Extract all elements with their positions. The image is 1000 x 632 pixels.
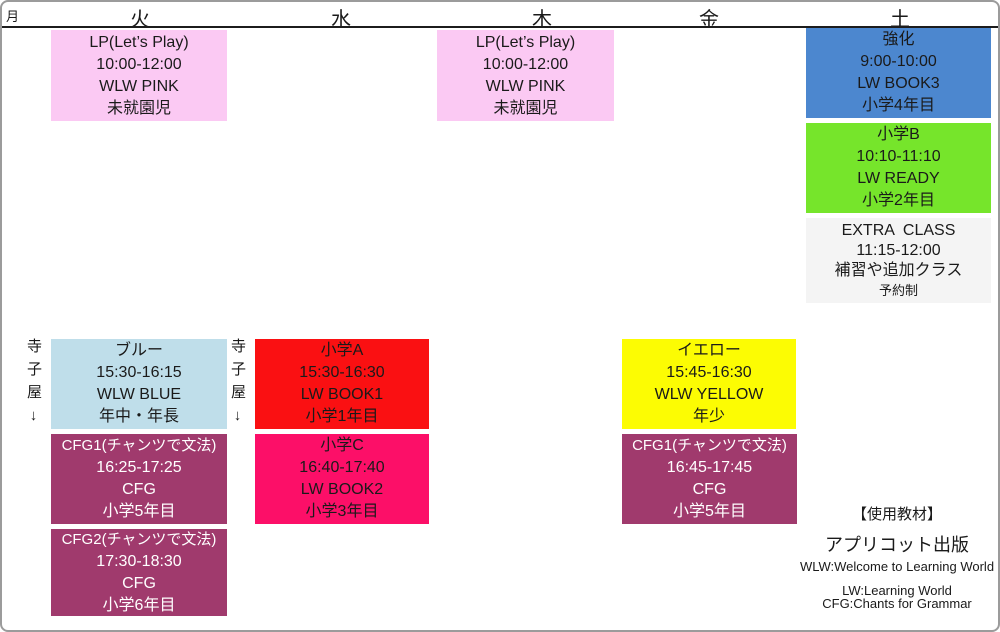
class-time: 15:45-16:30 [666,364,752,381]
class-name: 小学C [320,437,364,454]
class-time: 15:30-16:30 [299,364,385,381]
terakoya-label-tuesday: 寺子屋↓ [25,338,42,432]
day-header-monday: 月 [6,9,20,24]
abbr-wlw: WLW:Welcome to Learning World [799,559,995,574]
class-name: 小学A [320,342,364,359]
class-grade: 小学4年目 [862,97,935,114]
class-name: CFG1(チャンツで文法) [632,437,787,454]
class-material: LW BOOK1 [300,386,384,403]
class-grade: 未就園児 [493,99,558,117]
class-time: 9:00-10:00 [860,53,937,70]
class-material: LW BOOK3 [857,75,940,92]
class-time: 10:10-11:10 [856,148,941,165]
abbr-lw: LW:Learning World [842,583,952,598]
class-time: 17:30-18:30 [96,552,182,570]
class-name: 小学B [877,126,920,143]
class-name: ブルー [114,342,163,359]
class-time: 16:45-17:45 [666,459,753,476]
class-name: LP(Let’s Play) [89,33,189,51]
class-material: WLW PINK [99,77,179,95]
class-name: LP(Let’s Play) [475,33,576,51]
class-block-cfg1-tuesday: CFG1(チャンツで文法) 16:25-17:25 CFG 小学5年目 [51,434,227,524]
class-time: 10:00-12:00 [482,55,569,73]
class-block-lp-thursday: LP(Let’s Play) 10:00-12:00 WLW PINK 未就園児 [437,30,614,121]
legend-title: 【使用教材】 [851,506,942,523]
abbr-cfg: CFG:Chants for Grammar [822,596,972,611]
class-grade: 小学3年目 [305,503,379,520]
class-block-shogaku-c-wednesday: 小学C 16:40-17:40 LW BOOK2 小学3年目 [255,434,429,524]
day-header-wednesday: 水 [331,9,351,31]
class-block-cfg1-friday: CFG1(チャンツで文法) 16:45-17:45 CFG 小学5年目 [622,434,797,524]
class-grade: 小学1年目 [305,408,379,425]
class-time: 11:15-12:00 [856,241,941,259]
publisher-name: アプリコット出版 [825,535,969,555]
class-name: EXTRA CLASS [841,221,956,239]
class-block-extra-saturday: EXTRA CLASS 11:15-12:00 補習や追加クラス 予約制 [806,218,991,303]
class-grade: 年中・年長 [98,408,179,425]
class-material: WLW BLUE [96,386,182,403]
class-block-lp-tuesday: LP(Let’s Play) 10:00-12:00 WLW PINK 未就園児 [51,30,227,121]
class-time: 16:25-17:25 [96,459,182,476]
class-time: 15:30-16:15 [96,364,182,381]
class-name: CFG2(チャンツで文法) [61,530,217,548]
class-grade: 小学2年目 [862,192,935,209]
class-material: CFG [122,481,156,498]
class-material: 補習や追加クラス [834,261,963,279]
class-name: 強化 [882,31,915,48]
day-header-saturday: 土 [890,9,910,31]
class-block-kyoka-saturday: 強化 9:00-10:00 LW BOOK3 小学4年目 [806,28,991,118]
class-time: 10:00-12:00 [96,55,182,73]
class-block-shogaku-a-wednesday: 小学A 15:30-16:30 LW BOOK1 小学1年目 [255,339,429,429]
class-grade: 小学5年目 [673,503,746,520]
class-block-cfg2-tuesday: CFG2(チャンツで文法) 17:30-18:30 CFG 小学6年目 [51,529,227,616]
class-material: CFG [692,481,727,498]
class-block-blue-tuesday: ブルー 15:30-16:15 WLW BLUE 年中・年長 [51,339,227,429]
day-header-tuesday: 火 [130,9,150,31]
class-material: LW BOOK2 [300,481,384,498]
class-block-shogaku-b-saturday: 小学B 10:10-11:10 LW READY 小学2年目 [806,123,991,213]
class-block-yellow-friday: イエロー 15:45-16:30 WLW YELLOW 年少 [622,339,796,429]
class-time: 16:40-17:40 [299,459,385,476]
class-material: WLW PINK [485,77,566,95]
class-grade: 小学6年目 [102,596,176,614]
class-grade: 予約制 [878,282,918,298]
class-name: CFG1(チャンツで文法) [61,437,217,454]
class-grade: 未就園児 [106,99,171,117]
class-grade: 年少 [692,408,725,425]
header-divider-line [2,26,998,28]
terakoya-label-wednesday: 寺子屋↓ [229,338,246,432]
class-material: WLW YELLOW [654,386,764,403]
day-header-thursday: 木 [532,9,552,31]
class-name: イエロー [677,342,741,359]
materials-legend: 【使用教材】 アプリコット出版 WLW:Welcome to Learning … [798,498,996,628]
class-material: LW READY [857,170,940,187]
day-header-friday: 金 [699,9,719,31]
class-grade: 小学5年目 [102,503,176,520]
class-material: CFG [122,574,156,592]
